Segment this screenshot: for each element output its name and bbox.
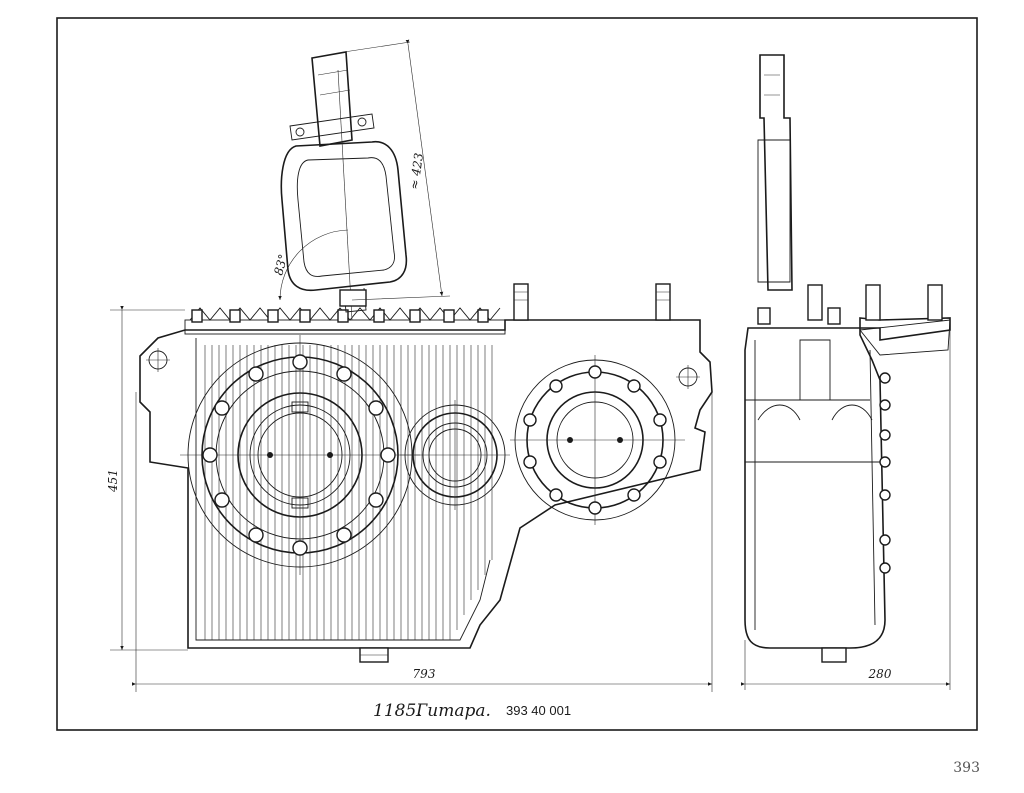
front-view: ≈ 423 83° 451 793 xyxy=(106,39,713,692)
figure-caption: 1185. Гитара. 393 40 001 xyxy=(373,701,571,721)
caption-title: Гитара. xyxy=(415,701,491,721)
front-width-label: 793 xyxy=(413,667,436,681)
right-gear-flange xyxy=(510,355,685,525)
lever-assembly xyxy=(280,51,408,321)
height-label: 451 xyxy=(106,469,120,493)
side-view: 280 xyxy=(740,54,951,690)
lever-angle-arc xyxy=(278,229,349,301)
part-code: 393 40 001 xyxy=(506,703,571,718)
cooling-fins xyxy=(204,345,493,640)
stud xyxy=(513,283,529,321)
top-bolts xyxy=(191,309,489,323)
middle-gear xyxy=(400,400,510,510)
drawing-frame xyxy=(56,17,978,731)
left-gear-flange xyxy=(180,335,420,575)
lever-length-label: ≈ 423 xyxy=(407,152,426,191)
side-width-label: 280 xyxy=(868,667,892,681)
lever-length-dim-line xyxy=(405,39,444,297)
stud xyxy=(655,283,671,321)
page-number: 393 xyxy=(953,760,980,776)
caption-number: 1185. xyxy=(373,701,422,721)
lever-angle-label: 83° xyxy=(271,253,290,277)
